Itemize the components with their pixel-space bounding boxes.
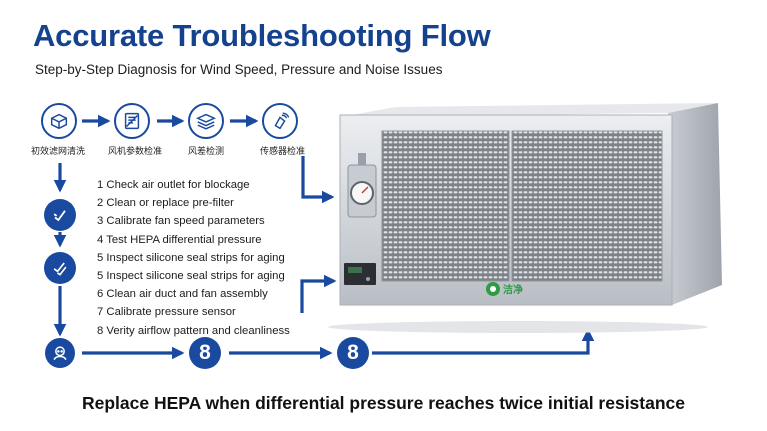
step-node-b: 8	[337, 337, 369, 369]
air-purifier-unit: 洁净	[328, 103, 722, 333]
step-label-3: 风差检测	[188, 147, 225, 157]
list-item: 8 Verity airflow pattern and cleanliness	[97, 324, 290, 337]
double-check-icon	[44, 252, 76, 284]
sensor-hand-icon	[262, 103, 298, 139]
filter-box-icon	[41, 103, 77, 139]
list-item: 7 Calibrate pressure sensor	[97, 306, 236, 319]
pressure-gauge-icon	[347, 153, 377, 218]
step-label-2: 风机参数检准	[108, 147, 163, 157]
list-item: 5 Inspect silicone seal strips for aging	[97, 270, 285, 283]
brand-logo-icon	[486, 282, 500, 296]
list-item: 4 Test HEPA differential pressure	[97, 233, 262, 246]
check-icon	[44, 199, 76, 231]
arrow-to-device-mid	[300, 274, 337, 313]
step-node-a: 8	[189, 337, 221, 369]
list-item: 1 Check air outlet for blockage	[97, 179, 250, 191]
page-title: Accurate Troubleshooting Flow	[33, 18, 491, 53]
brand-text: 洁净	[503, 283, 523, 296]
arrow-to-device-top	[301, 156, 335, 204]
control-panel-icon	[344, 263, 376, 285]
technician-icon	[45, 338, 75, 368]
list-item: 2 Clean or replace pre-filter	[97, 197, 234, 210]
list-item: 5 Inspect silicone seal strips for aging	[97, 251, 285, 264]
arrow-bottom-3	[372, 328, 595, 355]
page-subtitle: Step-by-Step Diagnosis for Wind Speed, P…	[35, 62, 443, 77]
list-item: 3 Calibrate fan speed parameters	[97, 215, 265, 228]
step-label-1: 初效滤网清洗	[31, 147, 86, 157]
steps-list: 1 Check air outlet for blockage 2 Clean …	[97, 176, 290, 340]
list-item: 6 Clean air duct and fan assembly	[97, 288, 268, 301]
step-label-4: 传感器检准	[260, 147, 306, 157]
footer-note: Replace HEPA when differential pressure …	[81, 393, 685, 413]
layers-icon	[188, 103, 224, 139]
fan-document-icon	[114, 103, 150, 139]
